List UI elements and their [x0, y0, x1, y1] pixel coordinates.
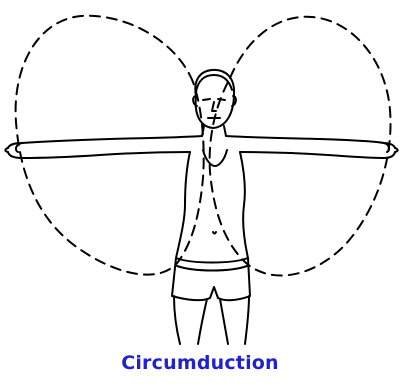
- left-eye: [203, 99, 210, 100]
- human-figure: [5, 70, 397, 344]
- right-arm-upper-edge: [226, 136, 395, 148]
- right-arm-lower-edge: [240, 152, 395, 158]
- navel: [213, 232, 216, 234]
- left-arm-upper-edge: [8, 136, 202, 148]
- shorts: [172, 258, 250, 300]
- left-leg: [174, 296, 207, 344]
- nose: [212, 102, 216, 111]
- right-eye: [218, 99, 225, 100]
- chest-line: [203, 150, 227, 166]
- right-leg: [220, 296, 249, 344]
- motion-paths: [16, 16, 391, 276]
- left-arm-lower-edge: [8, 152, 190, 158]
- left-circumduction-loop: [16, 16, 204, 275]
- diagram-caption: Circumduction: [0, 351, 400, 375]
- torso-right-side: [240, 152, 248, 258]
- right-circumduction-loop: [210, 17, 391, 276]
- torso-left-side: [176, 152, 190, 258]
- shorts-waistband: [177, 266, 247, 271]
